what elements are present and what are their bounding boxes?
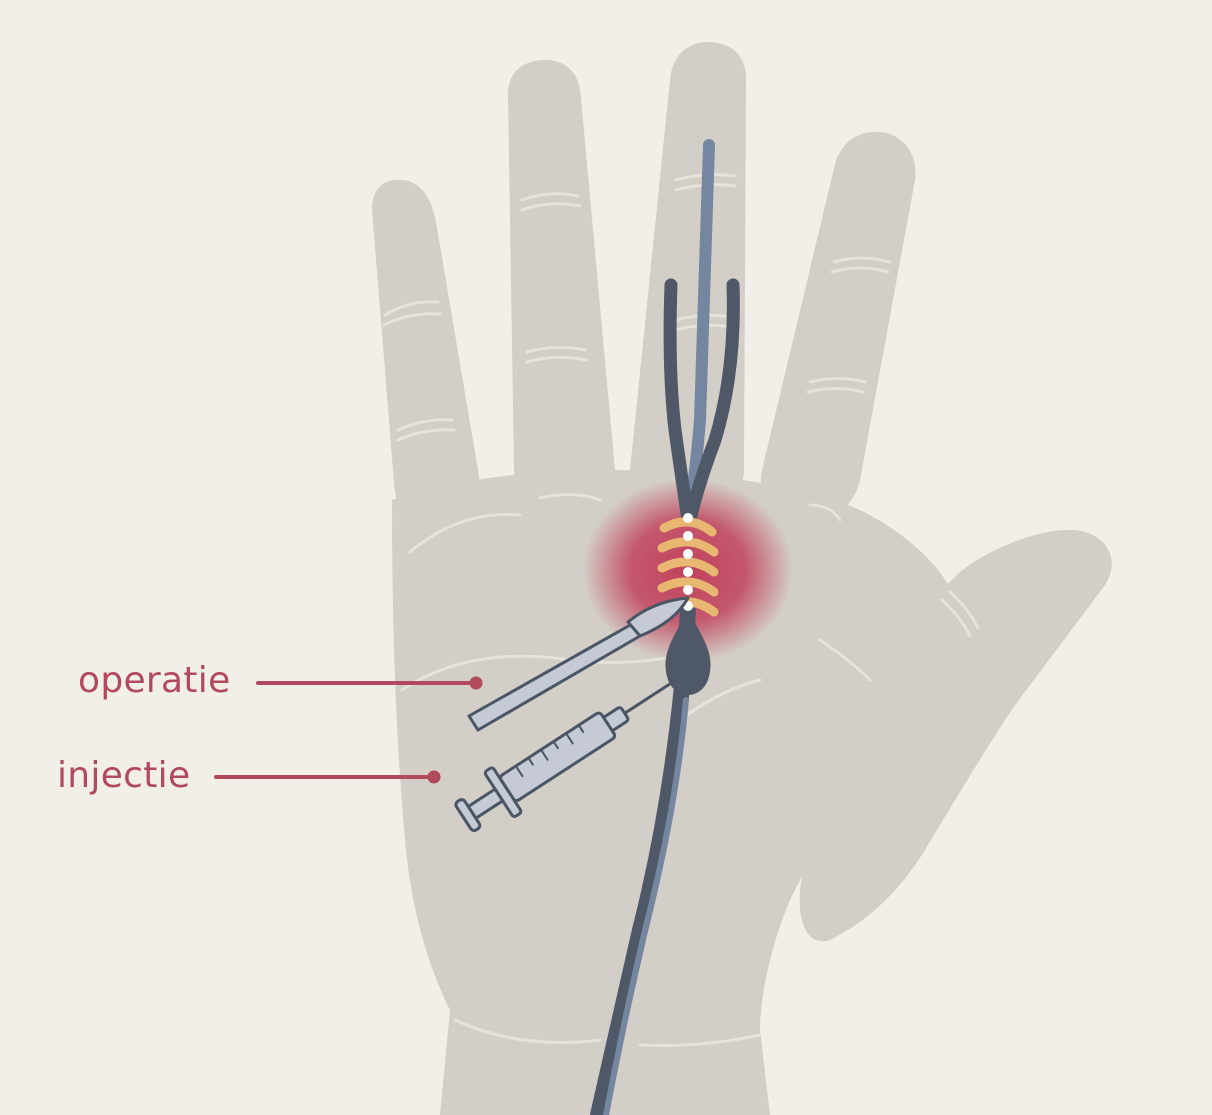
label-operatie: operatie [78, 663, 231, 699]
middle-finger [630, 42, 746, 500]
index-finger [761, 132, 916, 513]
label-injectie: injectie [57, 758, 190, 794]
fingers [372, 42, 915, 515]
ring-finger [508, 60, 615, 509]
little-finger [372, 180, 479, 515]
